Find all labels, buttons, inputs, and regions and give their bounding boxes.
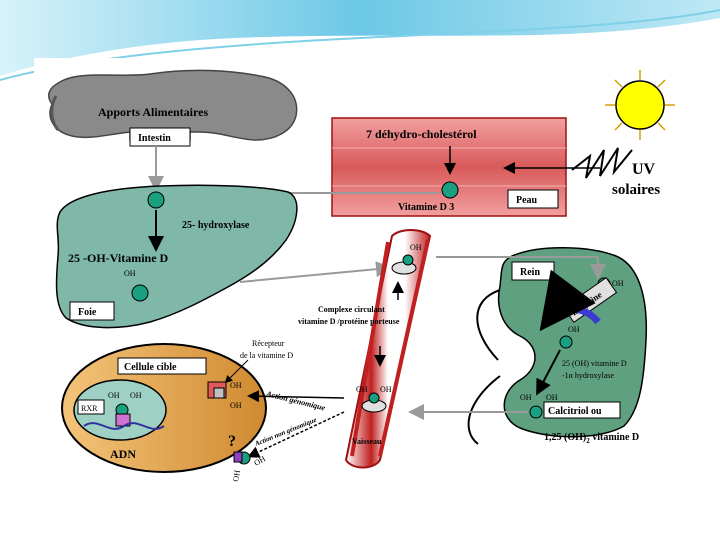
rxr-box <box>77 399 105 415</box>
cell-oh1: OH <box>230 381 242 390</box>
liver-molecule-top <box>147 191 165 209</box>
arrow-receptor-pointer <box>224 359 249 384</box>
skin-title: 7 déhydro-cholestérol <box>366 127 477 141</box>
liver-molecule-oh <box>131 284 149 302</box>
cell-receptor-line1: Récepteur <box>252 339 285 348</box>
kidney-oh-bl: OH <box>520 393 532 402</box>
uv-label-line2: solaires <box>612 182 660 198</box>
kidney-oh-br: OH <box>546 393 558 402</box>
vessel-molecule-bottom <box>368 392 380 404</box>
cell-oh-b2: OH <box>231 469 242 482</box>
cell-oh-n2: OH <box>130 391 142 400</box>
liver-oh: OH <box>124 269 136 278</box>
arrow-kidney-hydroxylation <box>536 349 561 396</box>
arrow-liver-to-vessel <box>239 261 392 283</box>
food-title: Apports Alimentaires <box>98 105 208 119</box>
intestine-box <box>129 127 191 147</box>
cell-receptor-line2: de la vitamine D <box>240 351 293 360</box>
liver-label: Foie <box>78 307 97 318</box>
arrow-nongenomic <box>247 411 345 458</box>
cell-rxr: RXR <box>81 404 98 413</box>
blood-vessel <box>344 229 432 469</box>
kidney-molecule-bottom <box>529 405 543 419</box>
cell-oh-n1: OH <box>108 391 120 400</box>
liver-shape <box>55 184 298 329</box>
skin-vitamin-label: Vitamine D 3 <box>398 202 454 213</box>
liver-enzyme: 25- hydroxylase <box>182 220 250 231</box>
receptor-icon <box>207 381 227 399</box>
kidney-molecule-mid <box>559 335 573 349</box>
kidney-oh-mid: OH <box>568 325 580 334</box>
kidney-enzyme-line2: -1α hydroxylase <box>562 371 614 380</box>
cell-title-box <box>117 357 207 375</box>
vessel-complex-line1: Complexe circulant <box>318 305 385 314</box>
kidney-label: Rein <box>520 267 540 278</box>
skin-label: Peau <box>516 195 538 206</box>
blue-arrow-kidney <box>539 269 601 332</box>
vessel-oh-top: OH <box>410 243 422 252</box>
vessel-label: Vaisseau <box>352 437 382 446</box>
skin-label-box <box>507 189 559 209</box>
arrow-genomic <box>247 390 345 403</box>
liver-product: 25 -OH-Vitamine D <box>68 251 169 265</box>
molecule-icon <box>441 181 459 199</box>
kidney-enzyme-line1: 25 (OH) vitamine D <box>562 359 627 368</box>
cell-adn: ADN <box>110 447 136 461</box>
cell-genomic: Action génomique <box>265 389 327 413</box>
vessel-complex-line2: vitamine D /protéine porteuse <box>298 317 400 326</box>
sun-icon <box>605 70 675 140</box>
uv-label-line1: UV <box>632 161 656 178</box>
kidney-calcitriol: Calcitriol ou <box>548 406 602 417</box>
cell-oh-b1: OH <box>253 454 268 468</box>
vessel-carrier-top <box>391 261 417 275</box>
calcitriol-box <box>543 401 621 419</box>
vessel-oh-right: OH <box>380 385 392 394</box>
kidney-ureter <box>467 289 501 445</box>
cell-title: Cellule cible <box>124 362 177 373</box>
intestine-label: Intestin <box>138 133 171 144</box>
vessel-molecule-top <box>402 254 414 266</box>
vessel-oh-left: OH <box>356 385 368 394</box>
uv-wave-icon <box>571 147 633 179</box>
cell-oh2: OH <box>230 401 242 410</box>
liver-label-box <box>69 301 115 321</box>
slide-header-swoosh <box>0 0 720 76</box>
kidney-formula: 1,25 (OH)2 vitamine D <box>544 432 639 445</box>
food-intake-cloud: Apports Alimentaires <box>47 69 298 141</box>
kidney-oh-top: OH <box>612 279 624 288</box>
membrane-receptor <box>233 451 243 463</box>
cell-question: ? <box>228 433 236 450</box>
dna-strand <box>83 422 165 430</box>
